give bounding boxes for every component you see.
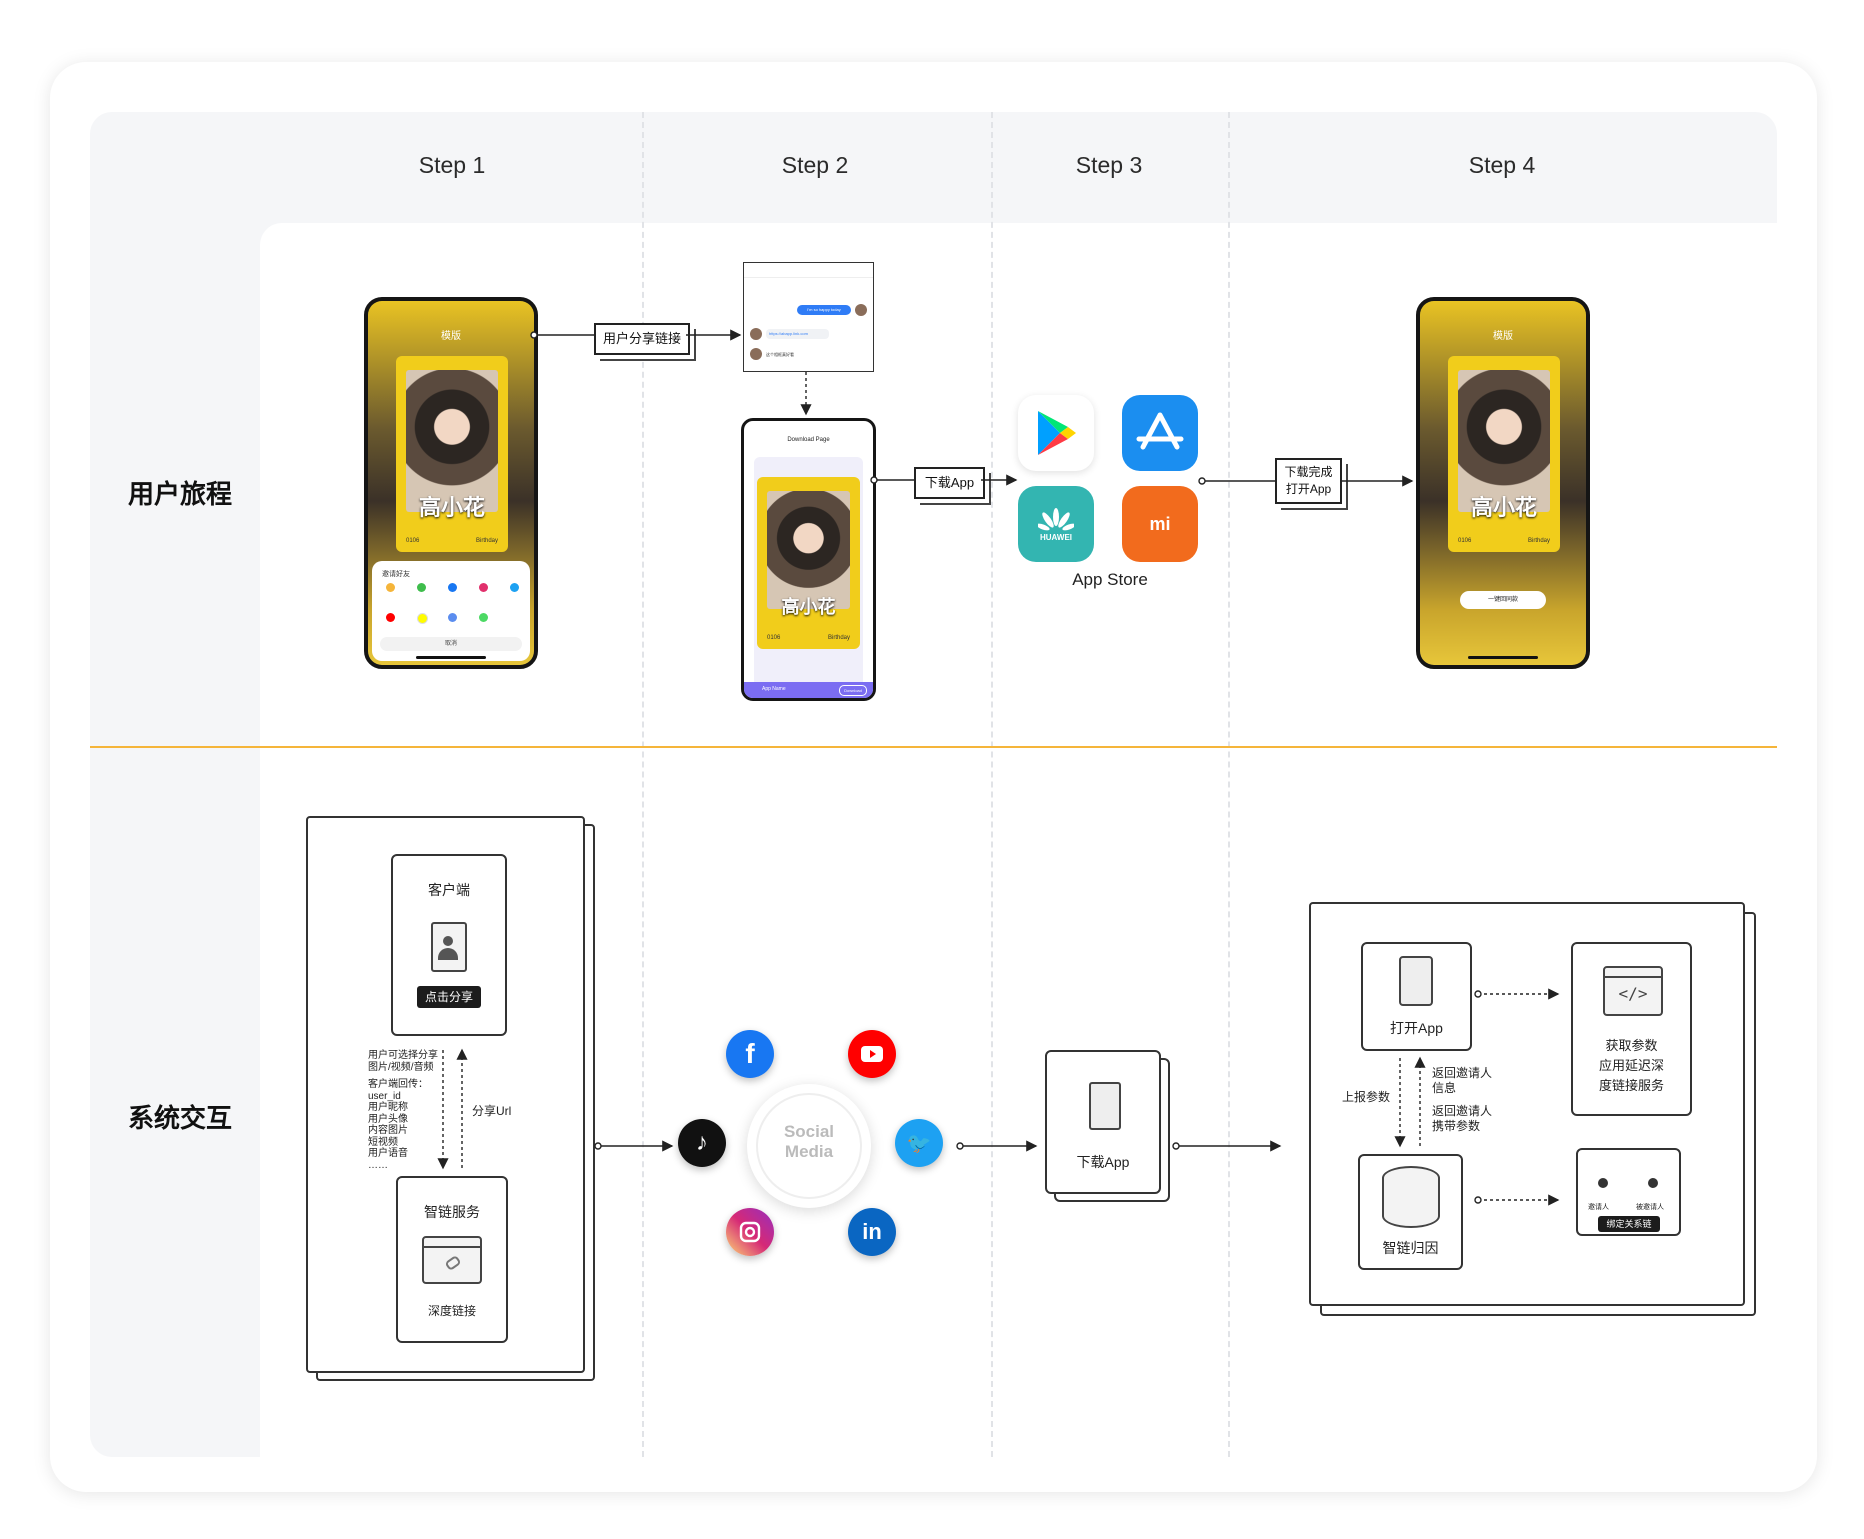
portrait-photo (406, 370, 498, 512)
phone-grid-icon (1089, 1082, 1121, 1130)
app-store-label: App Store (1072, 570, 1148, 589)
download-app-label: 下载App (914, 467, 985, 499)
client-notes: 用户可选择分享图片/视频/音频 客户端回传：user_id 用户昵称用户头像 内… (368, 1050, 438, 1171)
smart-service-box: 智链服务 深度链接 (396, 1176, 508, 1343)
instagram-icon[interactable] (479, 583, 488, 592)
wechat-icon[interactable] (417, 583, 426, 592)
home-indicator (416, 656, 486, 659)
chat-link-bubble[interactable]: https://abapp.link.com (766, 329, 829, 339)
share-click-button[interactable]: 点击分享 (417, 986, 481, 1008)
app-store-icon (1122, 395, 1198, 471)
poster-name: 高小花 (418, 495, 485, 521)
phone-title: 模版 (1493, 331, 1513, 342)
step-3-header: Step 3 (1075, 152, 1143, 178)
report-params-label: 上报参数 (1342, 1090, 1391, 1104)
database-icon (1382, 1166, 1440, 1228)
chat-sent-bubble: I'm so happy today (797, 305, 851, 315)
fetch-params-label: 获取参数应用延迟深度链接服务 (1598, 1038, 1664, 1093)
chat-screen: I'm so happy today https://abapp.link.co… (743, 262, 874, 372)
invitee-label: 被邀请人 (1636, 1204, 1664, 1211)
cancel-button[interactable]: 取消 (380, 637, 522, 651)
row-label-system: 系统交互 (127, 1103, 232, 1133)
twitter-icon[interactable] (510, 583, 519, 592)
avatar (750, 348, 762, 360)
download-app-box: 下载App (1045, 1050, 1161, 1194)
share-sheet-title: 邀请好友 (382, 571, 410, 578)
bind-relation-tag: 绑定关系链 (1598, 1216, 1660, 1232)
fetch-params-box: </> 获取参数应用延迟深度链接服务 (1571, 942, 1692, 1116)
xiaomi-store-icon: mi (1122, 486, 1198, 562)
client-title: 客户端 (428, 882, 470, 898)
avatar (750, 328, 762, 340)
smart-service-title: 智链服务 (424, 1204, 480, 1220)
linkedin-icon: in (848, 1208, 896, 1256)
chat-reply: 这个相框真好看 (766, 352, 794, 357)
email-icon[interactable] (448, 613, 457, 622)
invitee-icon (1648, 1178, 1658, 1188)
column-divider (991, 112, 993, 1457)
bind-relation-box: 邀请人 被邀请人 绑定关系链 (1576, 1148, 1681, 1236)
row-label-journey: 用户旅程 (127, 479, 232, 509)
code-icon: </> (1603, 966, 1663, 1016)
xiaomi-text: mi (1149, 513, 1171, 534)
facebook-icon: f (726, 1030, 774, 1078)
youtube-icon[interactable] (386, 613, 395, 622)
huawei-text: HUAWEI (1040, 532, 1072, 542)
copy-link-icon[interactable] (386, 583, 395, 592)
step-1-header: Step 1 (418, 152, 486, 178)
phone-icon (1399, 956, 1433, 1006)
step-4-header: Step 4 (1468, 152, 1536, 178)
row-divider (90, 746, 1777, 748)
share-sheet: 邀请好友 取消 (372, 561, 530, 661)
attribution-box: 智链归因 (1358, 1154, 1463, 1270)
avatar (855, 304, 867, 316)
phone-title: 模版 (441, 331, 461, 342)
huawei-appgallery-icon: HUAWEI (1018, 486, 1094, 562)
share-url-label: 分享Url (472, 1104, 512, 1118)
google-play-icon (1018, 395, 1094, 471)
snapchat-icon[interactable] (417, 613, 428, 624)
share-link-label: 用户分享链接 (594, 323, 690, 355)
youtube-icon (848, 1030, 896, 1078)
client-box: 客户端 点击分享 (391, 854, 507, 1036)
download-app-title: 下载App (1076, 1154, 1130, 1170)
deep-link-label: 深度链接 (427, 1304, 476, 1318)
inviter-label: 邀请人 (1588, 1204, 1609, 1211)
twitter-icon: 🐦 (895, 1119, 943, 1167)
facebook-icon[interactable] (448, 583, 457, 592)
phone-user-icon (431, 922, 467, 972)
download-done-label: 下载完成打开App (1275, 458, 1342, 504)
step-2-header: Step 2 (781, 152, 849, 178)
browser-link-icon (422, 1236, 482, 1284)
same-style-button[interactable]: 一键回同款 (1460, 591, 1546, 609)
tiktok-icon: ♪ (678, 1119, 726, 1167)
download-page-title: Download Page (787, 437, 830, 443)
app-name: App Name (762, 686, 786, 692)
download-button[interactable]: Download (839, 685, 867, 696)
return-params-label: 返回邀请人携带参数 (1432, 1104, 1493, 1133)
column-divider (1228, 112, 1230, 1457)
sms-icon[interactable] (479, 613, 488, 622)
social-media-hub: Social Media (747, 1084, 871, 1208)
attribution-title: 智链归因 (1382, 1240, 1439, 1256)
inviter-icon (1598, 1178, 1608, 1188)
return-info-label: 返回邀请人信息 (1432, 1066, 1493, 1095)
social-media-label: Social Media (783, 1122, 835, 1161)
download-bar: App Name Download (744, 682, 873, 698)
open-app-box: 打开App (1361, 942, 1472, 1051)
open-app-title: 打开App (1390, 1020, 1443, 1036)
instagram-icon (726, 1208, 774, 1256)
column-divider (642, 112, 644, 1457)
